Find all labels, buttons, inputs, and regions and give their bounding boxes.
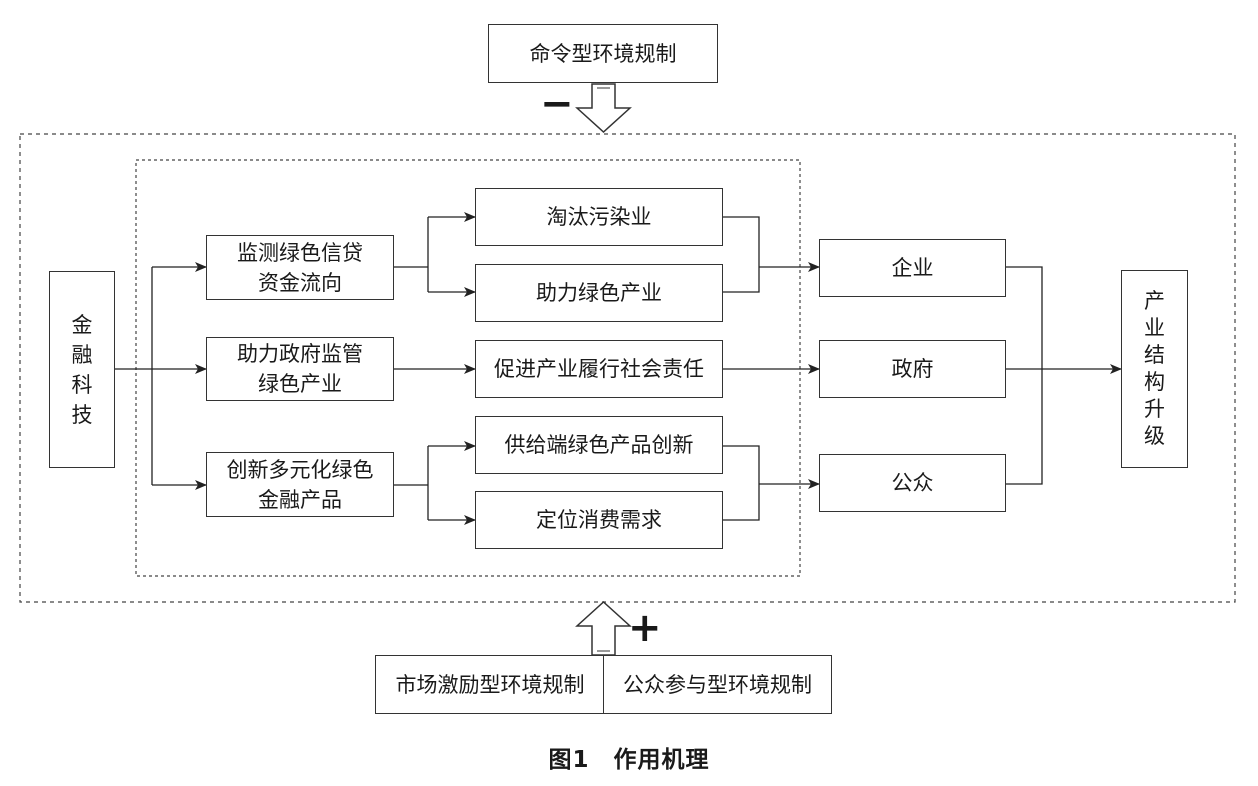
effect-social-responsibility: 促进产业履行社会责任 [475, 340, 723, 398]
mechanism-government-supervision: 助力政府监管 绿色产业 [206, 337, 394, 401]
effect-eliminate-pollution: 淘汰污染业 [475, 188, 723, 246]
effect-consumer-demand: 定位消费需求 [475, 491, 723, 549]
market-incentive-regulation-label: 市场激励型环境规制 [395, 672, 585, 697]
mechanism-government-supervision-label: 助力政府监管 绿色产业 [237, 342, 363, 396]
outer-dashed-frame [19, 133, 1236, 603]
effect-social-responsibility-label: 促进产业履行社会责任 [494, 357, 704, 381]
effect-supply-innovation-label: 供给端绿色产品创新 [504, 433, 694, 457]
actor-enterprise: 企业 [819, 239, 1006, 297]
effect-consumer-demand-label: 定位消费需求 [536, 508, 662, 532]
effect-support-green-industry: 助力绿色产业 [475, 264, 723, 322]
fintech-label: 金 融 科 技 [71, 312, 93, 427]
fintech-box: 金 融 科 技 [49, 271, 115, 468]
industrial-upgrade-label: 产 业 结 构 升 级 [1144, 289, 1165, 448]
mechanism-monitor-credit-label: 监测绿色信贷 资金流向 [237, 240, 363, 295]
industrial-upgrade-box: 产 业 结 构 升 级 [1121, 270, 1188, 468]
up-hollow-arrow [575, 600, 632, 656]
public-participation-regulation-label: 公众参与型环境规制 [623, 672, 812, 697]
plus-sign: + [628, 605, 662, 651]
mechanism-monitor-credit: 监测绿色信贷 资金流向 [206, 235, 394, 300]
mechanism-green-products: 创新多元化绿色 金融产品 [206, 452, 394, 517]
market-incentive-regulation-box: 市场激励型环境规制 [375, 655, 605, 714]
command-regulation-label: 命令型环境规制 [529, 41, 677, 66]
command-regulation-box: 命令型环境规制 [488, 24, 718, 83]
actor-public: 公众 [819, 454, 1006, 512]
down-hollow-arrow [575, 83, 632, 134]
actor-government-label: 政府 [891, 357, 934, 381]
effect-support-green-industry-label: 助力绿色产业 [536, 281, 662, 305]
inner-dashed-frame [135, 159, 801, 577]
effect-eliminate-pollution-label: 淘汰污染业 [546, 205, 652, 229]
mechanism-green-products-label: 创新多元化绿色 金融产品 [226, 457, 374, 512]
public-participation-regulation-box: 公众参与型环境规制 [603, 655, 832, 714]
figure-caption: 图1 作用机理 [548, 747, 710, 773]
minus-sign: − [540, 81, 574, 127]
actor-enterprise-label: 企业 [891, 256, 934, 280]
actor-public-label: 公众 [891, 471, 934, 495]
actor-government: 政府 [819, 340, 1006, 398]
effect-supply-innovation: 供给端绿色产品创新 [475, 416, 723, 474]
